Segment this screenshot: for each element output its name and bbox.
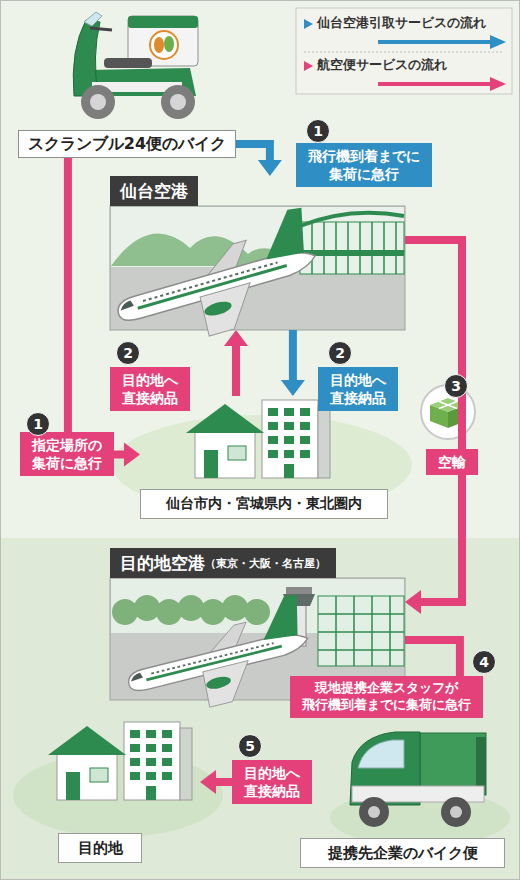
label-box: 目的地 [58,833,142,863]
node-title: 目的地 [78,839,123,858]
legend-entry: 仙台空港引取サービスの流れ [304,15,486,32]
scooter-windshield [84,12,102,26]
flow-label: 目的地へ 直接納品 [110,367,190,411]
airplane [117,593,318,725]
legend-bullet-mark [304,61,313,71]
flow-line [405,240,462,602]
scooter-hub [170,94,186,110]
trees [112,595,270,625]
node-title: 提携先企業のバイク便 [328,844,478,863]
flow-label: 空輸 [426,449,478,475]
node-title: スクランブル24便のバイク [28,134,226,155]
scooter-handle [90,28,112,30]
node-title: 仙台市内・宮城県内・東北圏内 [166,495,362,513]
tower-top [286,587,312,594]
delivery-trike-illustration [350,732,486,827]
arrow-head [224,330,248,346]
trike-box: 提携先企業のバイク便 [300,718,505,868]
node-title: 仙台空港 [120,180,188,203]
callout-number: 4 [472,650,496,674]
scooter-box: スクランブル24便のバイク [18,130,236,158]
airport-panel: 仙台空港 [110,176,405,330]
flow-arrow [281,330,305,396]
callout-number: 1 [26,412,50,436]
scooter-wheel [81,85,115,119]
trike-hub [450,806,462,818]
callout-number: 5 [238,734,262,758]
flow-label: 飛行機到着までに 集荷に急行 [296,143,432,187]
flow-label: 目的地へ 直接納品 [232,760,312,804]
trike-wheel [359,797,389,827]
label-box: 仙台市内・宮城県内・東北圏内 [140,489,388,519]
callout-number: 2 [328,341,352,365]
legend-arrow-sample [378,77,508,91]
scooter-seat [104,58,152,68]
scooter-hub [90,94,106,110]
heading-tab: 仙台空港 [110,176,198,206]
legend-text: 航空便サービスの流れ [317,57,447,74]
label-box: 提携先企業のバイク便 [300,838,505,868]
legend-bullet [304,61,313,71]
terminal-band [300,250,404,256]
flow-label: 指定場所の 集荷に急行 [20,432,114,476]
lower-band [1,538,519,879]
flow-line [232,345,240,396]
node-subtitle: （東京・大阪・名古屋） [205,556,326,571]
terminal-grid [318,596,404,666]
callout-number: 1 [306,119,330,143]
arrow-head [258,160,282,176]
terminal-building [318,596,404,666]
trike-hub [368,806,380,818]
legend-bullet [304,19,313,29]
legend-divider [304,52,504,53]
flow-arrow [224,330,248,396]
parcel-ribbon [439,402,457,409]
sendai-airport-illustration [104,206,405,359]
legend-arrow-sample [378,35,508,49]
flow-label: 現地提携企業スタッフが 飛行機到着までに集荷に急行 [290,676,483,718]
legend-arrow-head [490,35,506,49]
arrow-head [200,770,216,794]
node-title: 目的地空港 [120,552,205,575]
legend-arrow-line [378,40,492,44]
legend-arrow-head [490,77,506,91]
arrow-head [281,380,305,396]
callout-number: 2 [116,341,140,365]
callout-number: 3 [444,374,468,398]
sendai-buildings [186,400,330,478]
terminal-building [300,222,404,274]
flow-arrow [405,240,462,614]
logo-leaf [164,36,174,52]
trike-wheel [441,797,471,827]
cargo-box-lid [128,16,198,28]
legend-box [296,8,512,94]
legend-entry: 航空便サービスの流れ [304,57,447,74]
legend-text: 仙台空港引取サービスの流れ [317,15,486,32]
scooter-wheel [161,85,195,119]
area-box: 仙台市内・宮城県内・東北圏内 [140,396,388,519]
legend-arrow-line [378,82,492,86]
heading-tab: 目的地空港（東京・大阪・名古屋） [110,548,336,578]
arrow-head [405,590,421,614]
scooter-illustration [73,12,198,119]
flow-line [289,330,297,381]
flow-label: 目的地へ 直接納品 [318,367,398,411]
flow-line [236,144,270,161]
logo-circle [150,31,178,59]
destination-box: 目的地 [40,718,200,863]
legend-bullet-mark [304,19,313,29]
flow-arrow [236,144,282,176]
arrow-head [124,443,140,467]
logo-leaf [154,37,164,53]
trike-windshield [358,740,404,768]
terminal-mullions [312,222,396,274]
destination-buildings [48,722,192,800]
terminal-roof [300,213,404,226]
